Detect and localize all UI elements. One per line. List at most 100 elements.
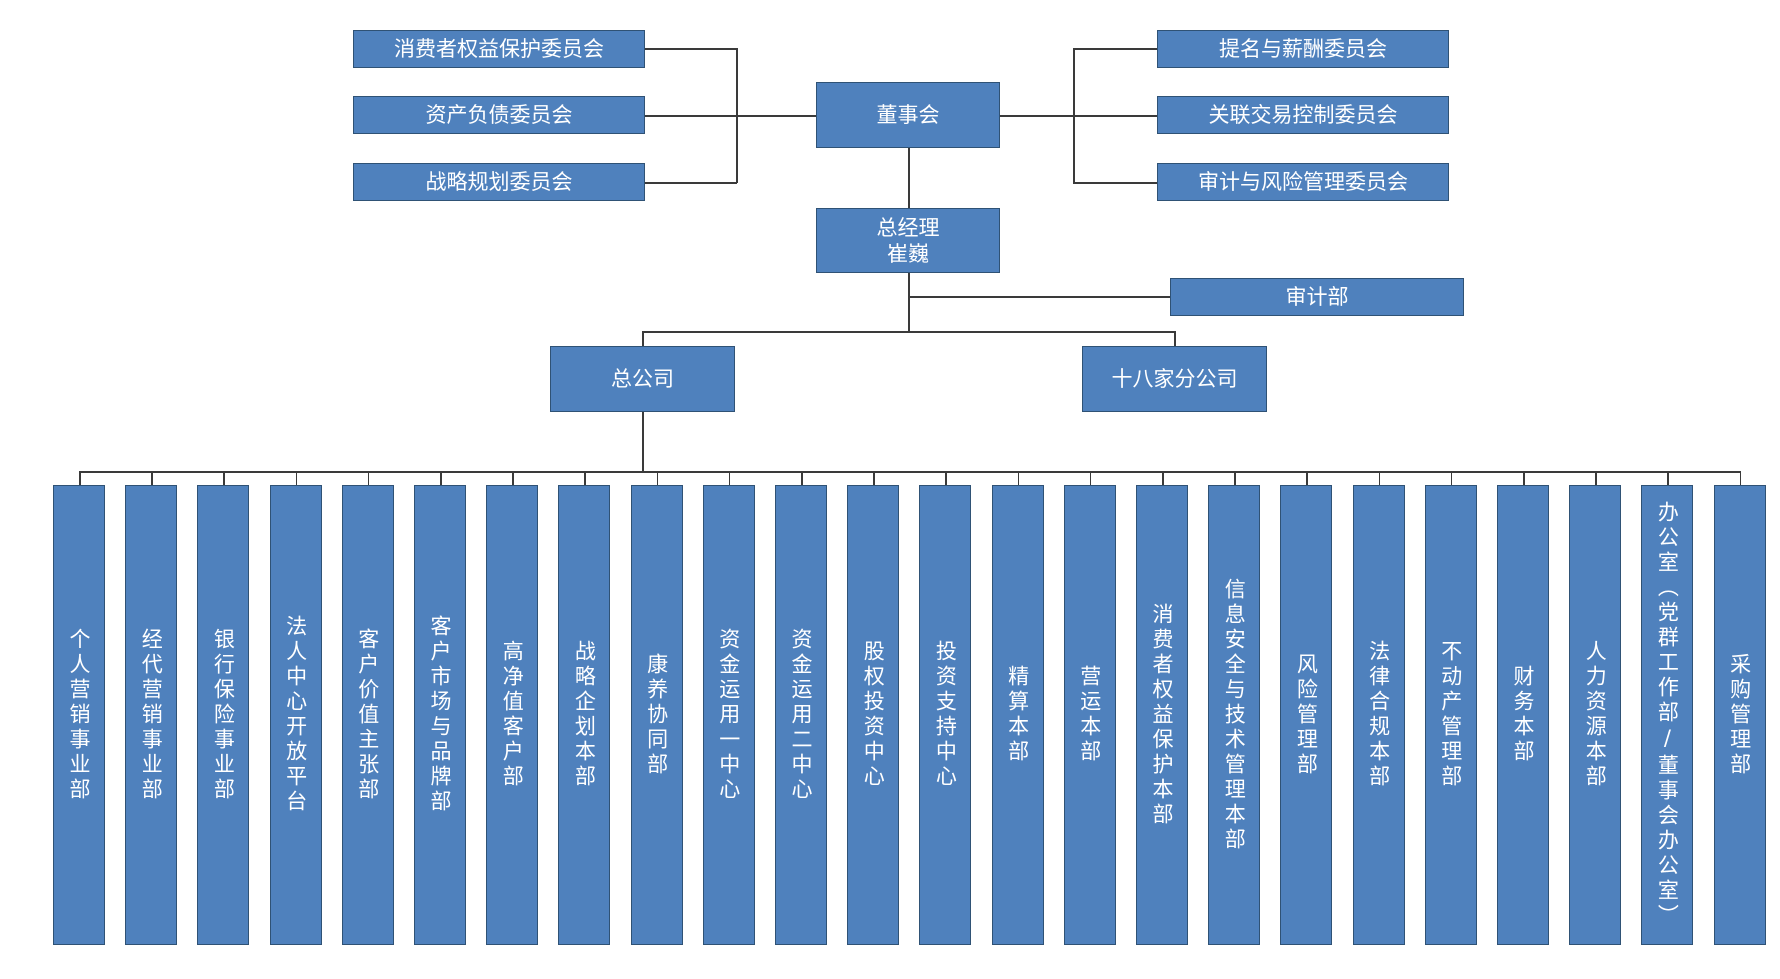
department-label: 个人营销事业部 [67,627,91,803]
department-box: 经代营销事业部 [125,485,178,945]
department-box: 客户市场与品牌部 [414,485,466,945]
connector-line [79,471,81,485]
connector-line [1073,48,1075,183]
department-box: 高净值客户部 [486,485,539,945]
connector-line [656,471,659,485]
committee-related-transactions: 关联交易控制委员会 [1157,96,1449,134]
branch-offices: 十八家分公司 [1082,346,1267,412]
connector-line [1739,471,1742,485]
department-box: 战略企划本部 [558,485,611,945]
department-box: 消费者权益保护本部 [1136,485,1188,945]
department-label: 采购管理部 [1727,652,1752,778]
connector-line [645,48,737,50]
department-label: 康养协同部 [644,652,669,778]
connector-line [295,471,298,485]
department-box: 个人营销事业部 [53,485,105,945]
connector-line [642,411,644,472]
gm-title: 总经理 [876,215,940,240]
connector-line [736,48,738,183]
department-label: 战略企划本部 [572,640,597,790]
department-label: 银行保险事业部 [211,627,236,803]
connector-line [645,182,737,184]
connector-line [645,115,816,117]
connector-line [367,471,370,485]
connector-line [908,273,910,331]
audit-department: 审计部 [1170,278,1464,316]
department-box: 法律合规本部 [1352,485,1405,945]
department-label: 法人中心开放平台 [283,615,308,815]
committee-audit-risk: 审计与风险管理委员会 [1157,163,1449,201]
department-label: 精算本部 [1005,665,1030,765]
connector-line [1234,471,1236,485]
connector-line [1450,471,1453,485]
connector-line [908,148,910,208]
connector-line [1306,471,1308,485]
department-label: 资金运用一中心 [716,627,741,803]
board-of-directors: 董事会 [816,82,1000,148]
connector-line [1378,471,1381,485]
department-label: 营运本部 [1077,665,1102,765]
connector-line [1000,115,1157,117]
gm-name: 崔巍 [887,241,929,266]
connector-line [908,296,1170,298]
connector-line [1073,182,1158,184]
department-box: 法人中心开放平台 [269,485,322,945]
connector-line [440,471,442,485]
department-box: 不动产管理部 [1424,485,1477,945]
department-box: 风险管理部 [1280,485,1333,945]
connector-line [1523,471,1525,485]
connector-line [1667,471,1669,485]
connector-line [642,331,1176,333]
committee-asset-liability: 资产负债委员会 [353,96,645,134]
department-box: 办公室（党群工作部/董事会办公室） [1641,485,1694,945]
department-label: 不动产管理部 [1438,640,1463,790]
committee-consumer-rights: 消费者权益保护委员会 [353,30,645,68]
department-label: 客户价值主张部 [355,627,380,803]
connector-line [79,471,1740,473]
department-label: 资金运用二中心 [789,627,813,803]
department-box: 资金运用一中心 [702,485,755,945]
department-box: 财务本部 [1497,485,1549,945]
department-label: 高净值客户部 [500,640,525,790]
department-box: 客户价值主张部 [341,485,394,945]
department-box: 银行保险事业部 [197,485,250,945]
department-box: 营运本部 [1063,485,1116,945]
connector-line [223,471,225,485]
department-label: 投资支持中心 [933,640,958,790]
department-label: 消费者权益保护本部 [1150,602,1174,828]
department-label: 风险管理部 [1294,652,1319,778]
connector-line [873,471,875,485]
department-label: 股权投资中心 [861,640,886,790]
connector-line [512,471,514,485]
department-box: 精算本部 [991,485,1044,945]
connector-line [1162,471,1164,485]
department-label: 法律合规本部 [1366,640,1391,790]
head-office: 总公司 [550,346,735,412]
connector-line [945,471,947,485]
connector-line [1073,48,1158,50]
department-box: 康养协同部 [630,485,683,945]
department-box: 资金运用二中心 [775,485,827,945]
department-box: 人力资源本部 [1569,485,1622,945]
connector-line [584,471,586,485]
connector-line [1017,471,1020,485]
department-box: 股权投资中心 [847,485,900,945]
department-label: 办公室（党群工作部/董事会办公室） [1655,501,1680,929]
connector-line [1174,331,1176,346]
department-box: 投资支持中心 [919,485,972,945]
connector-line [1595,471,1597,485]
department-box: 信息安全与技术管理本部 [1208,485,1261,945]
committee-nomination-compensation: 提名与薪酬委员会 [1157,30,1449,68]
connector-line [1089,471,1092,485]
general-manager: 总经理 崔巍 [816,208,1000,273]
connector-line [151,471,153,485]
department-label: 经代营销事业部 [139,627,164,803]
department-box: 采购管理部 [1713,485,1766,945]
connector-line [728,471,731,485]
department-label: 财务本部 [1511,665,1535,765]
department-label: 信息安全与技术管理本部 [1222,577,1247,853]
connector-line [801,471,803,485]
connector-line [642,331,644,346]
department-label: 客户市场与品牌部 [428,615,452,815]
department-label: 人力资源本部 [1583,640,1608,790]
